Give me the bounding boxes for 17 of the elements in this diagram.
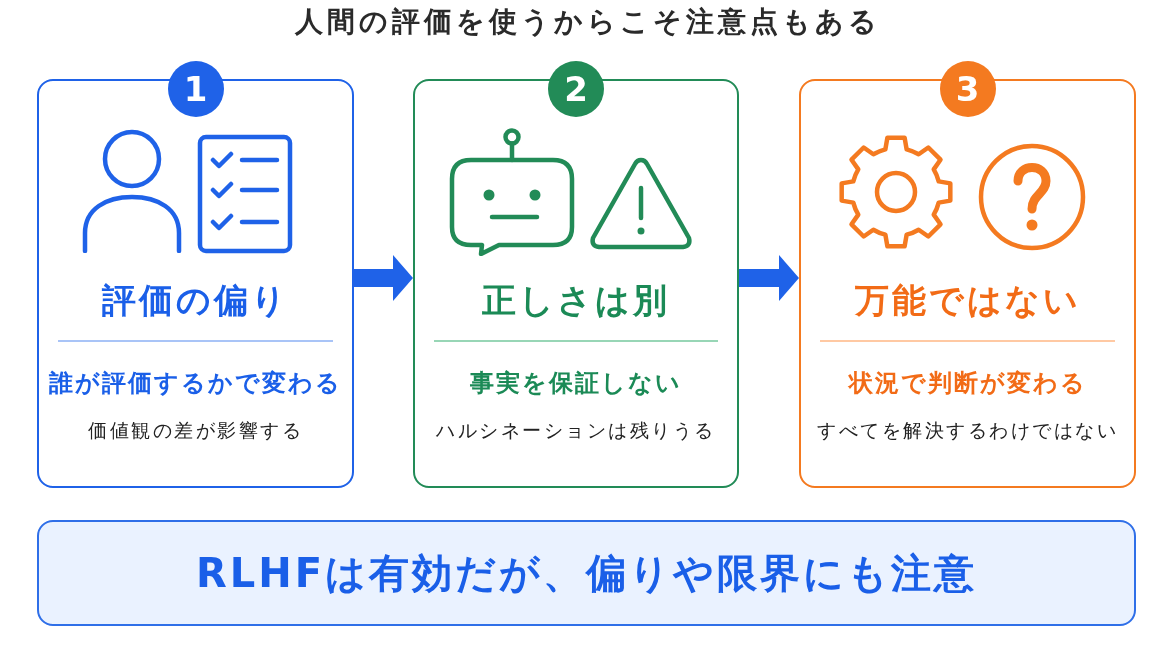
page-title: 人間の評価を使うからこそ注意点もある [295, 5, 881, 39]
card-subtitle: 状況で判断が変わる [848, 368, 1087, 398]
arrow [739, 255, 799, 301]
arrow [354, 255, 413, 301]
card-title: 万能ではない [854, 280, 1081, 320]
card-text: ハルシネーションは残りうる [436, 418, 716, 442]
number-badge: 3 [939, 61, 996, 117]
card-title: 正しさは別 [482, 280, 670, 320]
card-subtitle: 事実を保証しない [470, 368, 682, 398]
card-text: すべてを解決するわけではない [817, 418, 1118, 442]
summary-banner [37, 520, 1136, 626]
card-title: 評価の偏り [102, 280, 289, 320]
number-badge: 1 [167, 61, 224, 117]
number-badge: 2 [548, 61, 604, 117]
card-text: 価値観の差が影響する [88, 418, 303, 442]
banner-text: RLHFは有効だが、偏りや限界にも注意 [195, 549, 978, 597]
card-subtitle: 誰が評価するかで変わる [49, 368, 342, 398]
